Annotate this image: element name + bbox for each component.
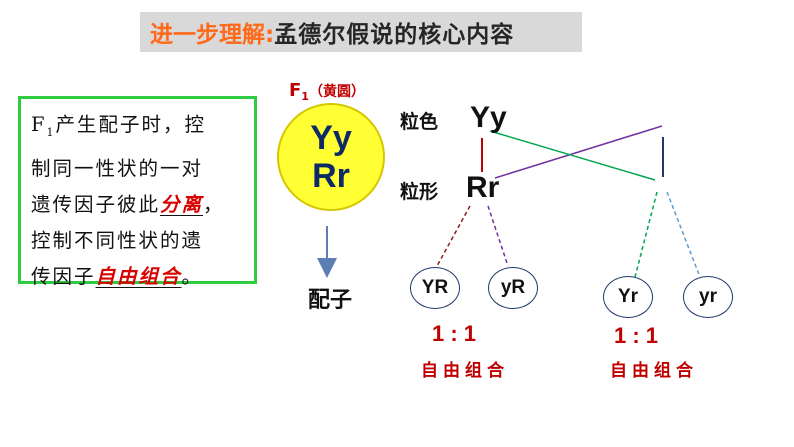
fill-free-combination: 自由组合 xyxy=(95,264,182,288)
hypothesis-textbox: F1产生配子时，控 制同一性状的一对 遗传因子彼此分离， 控制不同性状的遗 传因… xyxy=(18,96,257,288)
link-y-purple xyxy=(494,125,663,179)
trait-color: 粒色 xyxy=(400,111,439,133)
dash-YR xyxy=(436,205,471,267)
text-line-2: 制同一性状的一对 xyxy=(31,156,204,180)
f1-circle: Yy Rr xyxy=(277,103,385,211)
title-main: 孟德尔假说的核心内容 xyxy=(274,22,515,48)
dash-yr xyxy=(666,191,701,278)
title-bar: 进一步理解: 孟德尔假说的核心内容 xyxy=(140,12,582,52)
combination-right: 自由组合 xyxy=(610,361,698,381)
f1-label: F1（黄圆） xyxy=(289,80,365,104)
gamete-yr: yr xyxy=(683,276,733,318)
gamete-YR: YR xyxy=(410,267,460,309)
text-line-3: 遗传因子彼此分离， xyxy=(31,192,225,216)
ratio-right: 1 : 1 xyxy=(614,323,659,348)
text-line-4: 控制不同性状的遗 xyxy=(31,228,204,252)
link-y-green xyxy=(489,130,656,181)
dash-Yr xyxy=(634,191,658,278)
gamete-Yr: Yr xyxy=(603,276,653,318)
trait-shape: 粒形 xyxy=(400,181,439,203)
circle-genotype-r: Rr xyxy=(312,157,350,195)
combination-left: 自由组合 xyxy=(421,361,509,381)
gene-shape: Rr xyxy=(466,171,500,204)
circle-genotype-y: Yy xyxy=(310,119,352,157)
text-line-5: 传因子自由组合。 xyxy=(31,264,204,288)
gamete-yR: yR xyxy=(488,267,538,309)
text-line-1: F1产生配子时，控 xyxy=(31,113,207,139)
title-prefix: 进一步理解: xyxy=(150,22,275,48)
gene-color: Yy xyxy=(470,101,507,134)
ratio-left: 1 : 1 xyxy=(432,321,477,346)
dash-yR xyxy=(487,205,509,267)
gametes-label: 配子 xyxy=(308,288,353,313)
fill-separate: 分离 xyxy=(160,192,204,216)
